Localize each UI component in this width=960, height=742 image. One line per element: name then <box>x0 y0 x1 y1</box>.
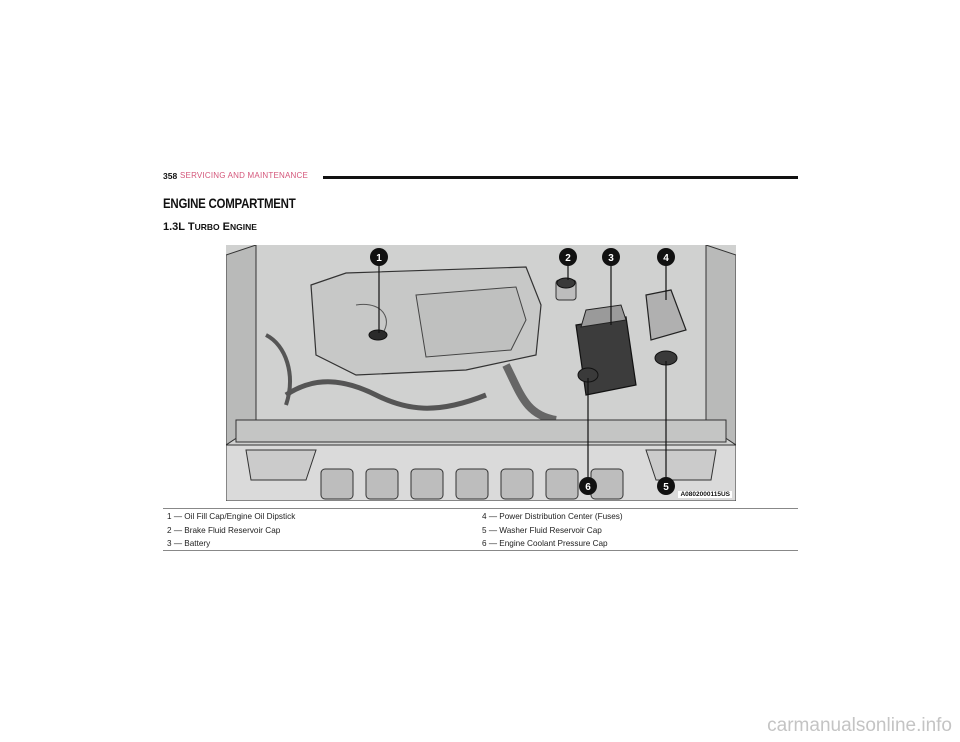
legend-item: 1 — Oil Fill Cap/Engine Oil Dipstick <box>167 512 296 521</box>
legend-item: 3 — Battery <box>167 539 211 548</box>
engine-drawing: 1 2 3 4 5 6 <box>226 245 736 501</box>
page-heading: ENGINE COMPARTMENT <box>163 195 296 211</box>
engine-compartment-illustration: 1 2 3 4 5 6 A0802000115US <box>226 245 736 501</box>
callout-label-4: 4 <box>663 253 669 264</box>
legend-rule-top <box>163 508 798 509</box>
figure-code: A0802000115US <box>678 491 732 498</box>
callout-1 <box>370 248 388 266</box>
callout-label-3: 3 <box>608 253 614 264</box>
subheading: 1.3L TURBO ENGINE <box>163 221 257 233</box>
legend-column-right: 4 — Power Distribution Center (Fuses) 5 … <box>482 510 623 551</box>
watermark: carmanualsonline.info <box>767 715 952 736</box>
callout-label-5: 5 <box>663 482 669 493</box>
subheading-smallcaps: URBO <box>194 222 220 232</box>
legend-rule-bottom <box>163 550 798 551</box>
callout-3 <box>602 248 620 266</box>
page-number: 358 <box>163 171 178 181</box>
callout-5 <box>657 477 675 495</box>
subheading-smallcaps: NGINE <box>230 222 257 232</box>
page-header: 358 SERVICING AND MAINTENANCE <box>163 171 798 185</box>
callout-label-6: 6 <box>585 482 591 493</box>
header-rule <box>323 176 798 179</box>
legend-item: 6 — Engine Coolant Pressure Cap <box>482 539 608 548</box>
subheading-part: 1.3L T <box>163 221 195 233</box>
legend-item: 4 — Power Distribution Center (Fuses) <box>482 512 623 521</box>
section-title: SERVICING AND MAINTENANCE <box>180 171 308 180</box>
callout-4 <box>657 248 675 266</box>
callout-6 <box>579 477 597 495</box>
subheading-part: E <box>219 221 231 233</box>
callout-label-2: 2 <box>565 253 571 264</box>
legend-item: 5 — Washer Fluid Reservoir Cap <box>482 525 602 535</box>
legend-column-left: 1 — Oil Fill Cap/Engine Oil Dipstick 2 —… <box>167 510 295 551</box>
callout-2 <box>559 248 577 266</box>
legend-item: 2 — Brake Fluid Reservoir Cap <box>167 525 281 535</box>
callout-label-1: 1 <box>376 253 382 264</box>
